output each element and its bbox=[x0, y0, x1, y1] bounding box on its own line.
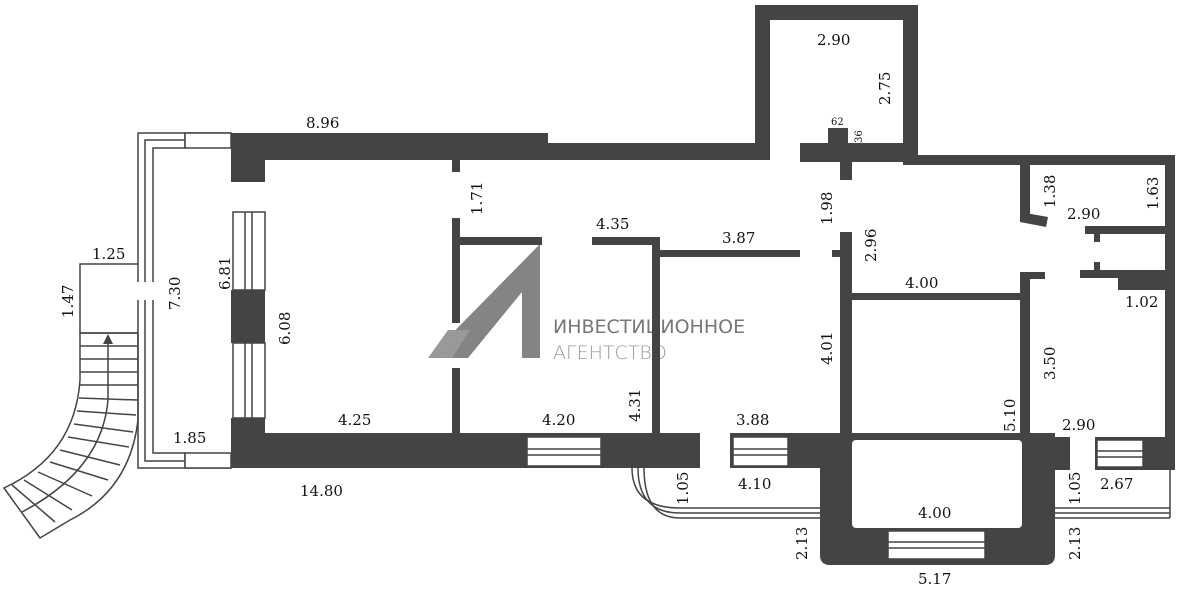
walls bbox=[231, 5, 1175, 565]
dim-label: 4.01 bbox=[818, 332, 836, 365]
dim-label: 2.90 bbox=[817, 31, 850, 49]
dim-label: 4.00 bbox=[918, 504, 951, 522]
dim-label: 6.81 bbox=[216, 257, 234, 290]
dim-label: 2.13 bbox=[1066, 527, 1084, 560]
dim-label: 5.17 bbox=[918, 570, 951, 588]
spiral-staircase bbox=[2, 332, 139, 539]
logo: ИНВЕСТИЦИОННОЕ АГЕНТСТВО bbox=[428, 244, 745, 364]
stair-arrow-icon bbox=[103, 334, 113, 344]
balcony-rails bbox=[631, 467, 1171, 519]
dim-label: 6.08 bbox=[276, 312, 294, 345]
dim-label: 3.87 bbox=[722, 229, 755, 247]
dim-label: 1.71 bbox=[468, 182, 486, 215]
logo-line2: АГЕНТСТВО bbox=[553, 342, 667, 364]
dim-label: 1.05 bbox=[1066, 472, 1084, 505]
dim-label: 14.80 bbox=[300, 482, 343, 500]
dim-label: 1.47 bbox=[59, 285, 77, 318]
dim-label: 62 bbox=[831, 117, 844, 128]
dimension-labels: 8.96 2.90 2.75 62 36 1.71 4.35 3.87 1.98… bbox=[59, 31, 1162, 588]
dim-label: 2.75 bbox=[876, 72, 894, 105]
dim-label: 4.00 bbox=[905, 274, 938, 292]
dim-label: 1.02 bbox=[1125, 293, 1158, 311]
dim-label: 3.50 bbox=[1041, 347, 1059, 380]
dim-label: 4.10 bbox=[738, 475, 771, 493]
dim-label: 1.38 bbox=[1041, 175, 1059, 208]
dim-label: 1.05 bbox=[674, 472, 692, 505]
dim-label: 1.85 bbox=[173, 429, 206, 447]
logo-mark-accent bbox=[428, 330, 470, 358]
dim-label: 36 bbox=[854, 130, 865, 143]
dim-label: 2.67 bbox=[1100, 475, 1133, 493]
dim-label: 4.20 bbox=[542, 411, 575, 429]
dim-label: 7.30 bbox=[166, 277, 184, 310]
logo-mark bbox=[428, 244, 540, 358]
dim-label: 1.25 bbox=[92, 245, 125, 263]
dim-label: 4.35 bbox=[596, 215, 629, 233]
dim-label: 4.31 bbox=[626, 389, 644, 422]
logo-line1: ИНВЕСТИЦИОННОЕ bbox=[553, 316, 745, 338]
windows bbox=[232, 211, 1144, 560]
dim-label: 1.98 bbox=[818, 192, 836, 225]
dim-label: 1.63 bbox=[1144, 177, 1162, 210]
dim-label: 2.13 bbox=[793, 527, 811, 560]
dim-label: 8.96 bbox=[306, 114, 339, 132]
dim-label: 2.96 bbox=[862, 229, 880, 262]
dim-label: 4.25 bbox=[338, 411, 371, 429]
terrace bbox=[79, 132, 232, 469]
dim-label: 3.88 bbox=[736, 411, 769, 429]
dim-label: 5.10 bbox=[1001, 399, 1019, 432]
dim-label: 2.90 bbox=[1062, 416, 1095, 434]
dim-label: 2.90 bbox=[1067, 205, 1100, 223]
